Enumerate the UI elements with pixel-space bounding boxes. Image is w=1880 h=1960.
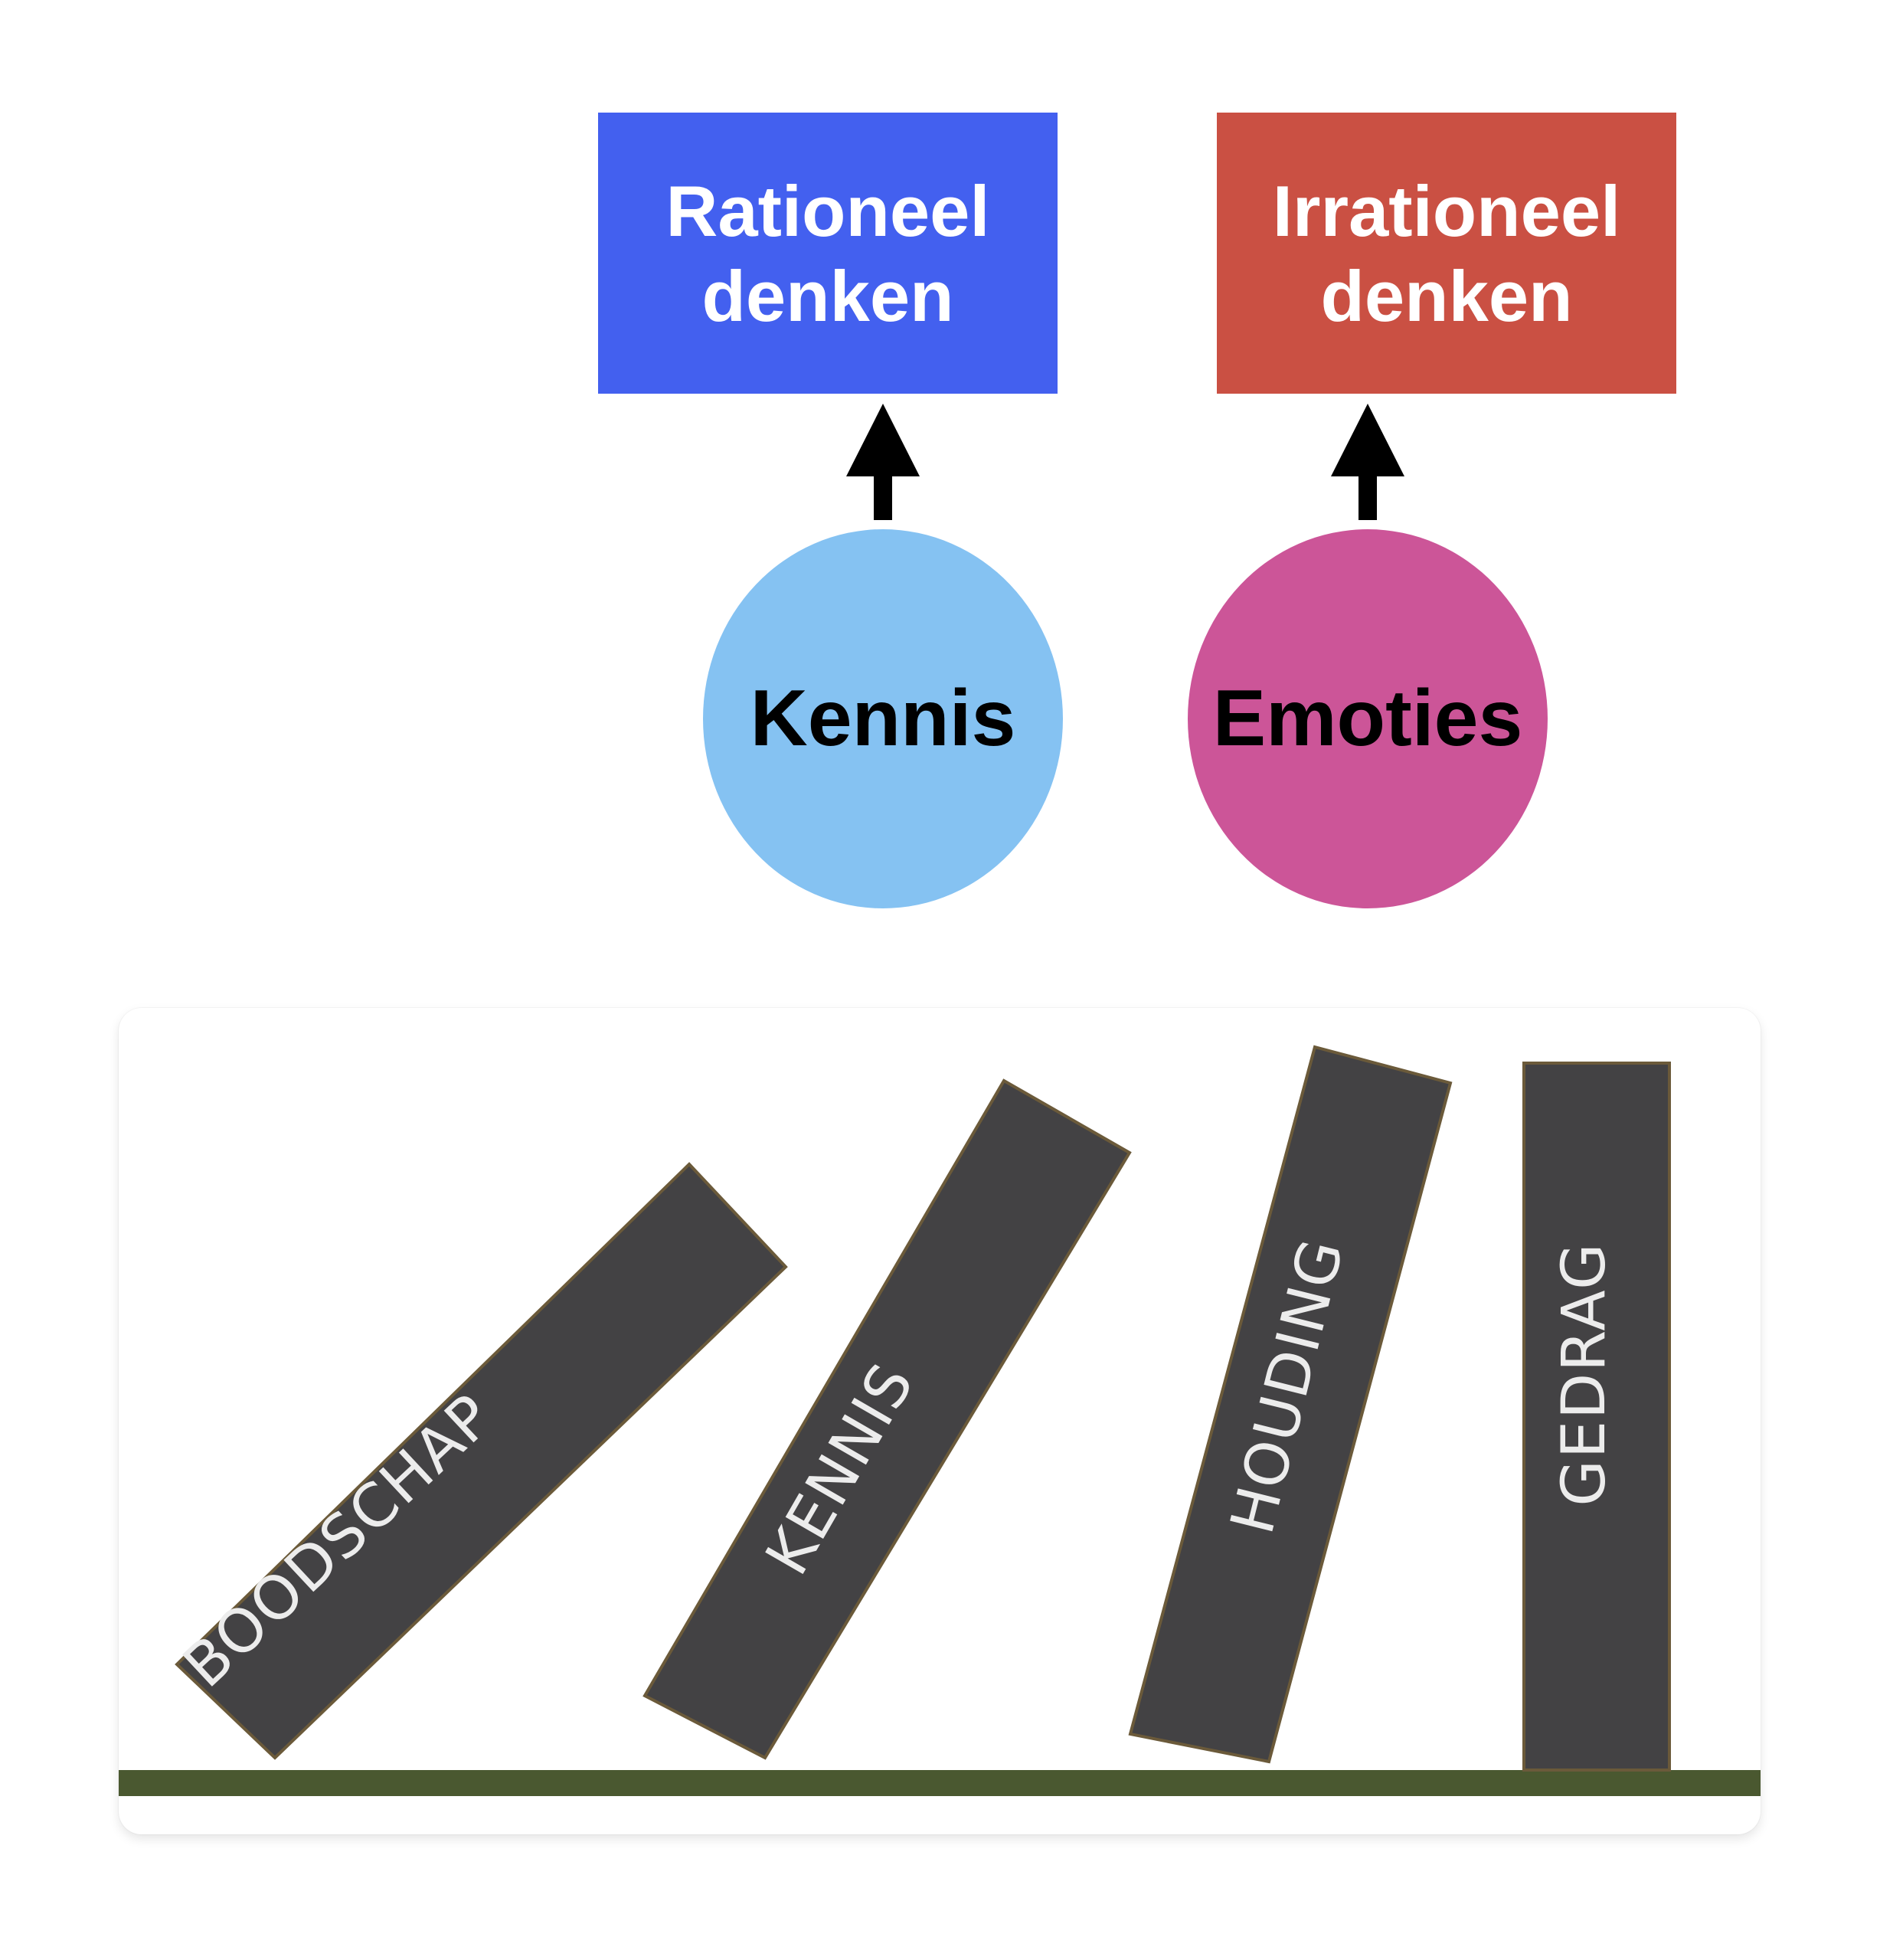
domino-illustration: BOODSCHAP KENNIS HOUDING GEDRAG	[119, 1008, 1761, 1834]
bubble-label: Kennis	[750, 674, 1016, 763]
emoties-bubble: Emoties	[1188, 529, 1548, 908]
domino-canvas: BOODSCHAP KENNIS HOUDING GEDRAG	[119, 1045, 1761, 1796]
domino-houding: HOUDING	[1128, 1045, 1453, 1764]
box-label-line: Rationeel	[665, 170, 990, 251]
box-label-line: denken	[701, 255, 954, 336]
domino-label: GEDRAG	[1550, 1242, 1619, 1506]
kennis-bubble: Kennis	[703, 529, 1063, 908]
bubble-label: Emoties	[1212, 674, 1523, 763]
ground-line	[119, 1770, 1761, 1796]
domino-kennis: KENNIS	[642, 1078, 1132, 1760]
box-label-line: denken	[1320, 255, 1573, 336]
domino-gedrag: GEDRAG	[1522, 1062, 1671, 1772]
box-label-line: Irrationeel	[1272, 170, 1621, 251]
arrow-up-icon	[1331, 404, 1404, 520]
irrationeel-denken-box: Irrationeel denken	[1217, 113, 1676, 394]
rationeel-denken-box: Rationeel denken	[598, 113, 1058, 394]
arrow-up-icon	[846, 404, 920, 520]
